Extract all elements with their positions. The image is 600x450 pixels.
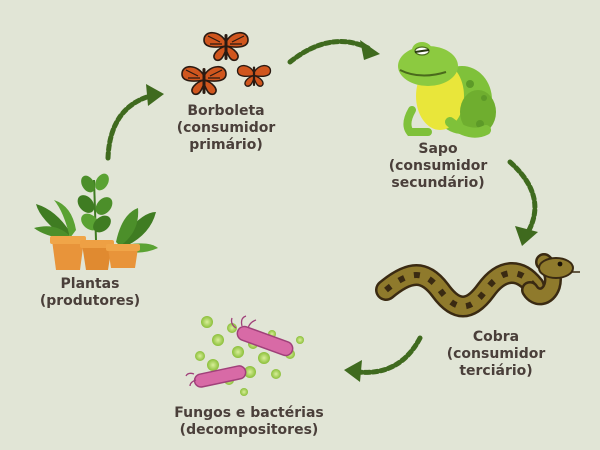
snake-name: Cobra: [472, 329, 520, 345]
snake-label: Cobra (consumidor terciário): [440, 329, 552, 380]
decomposers-name: Fungos e bactérias: [174, 405, 324, 421]
arrow-butterfly-to-frog: [287, 39, 380, 65]
frog-role: (consumidor: [388, 158, 488, 174]
decomposers-label: Fungos e bactérias (decompositores): [164, 405, 334, 439]
butterfly-role-line2: primário): [189, 137, 263, 153]
frog-role-line2: secundário): [391, 175, 485, 191]
butterfly-icon: [181, 31, 272, 96]
frog-name: Sapo: [418, 141, 458, 157]
butterfly-role: (consumidor: [176, 120, 276, 136]
plants-label: Plantas (produtores): [30, 276, 150, 310]
snake-icon: [375, 253, 580, 318]
bacteria-icon: [185, 315, 304, 396]
frog-icon: [398, 42, 496, 138]
butterfly-label: Borboleta (consumidor primário): [170, 103, 282, 154]
arrow-snake-to-decomposers: [344, 335, 423, 382]
arrow-plants-to-butterfly: [105, 84, 164, 161]
frog-label: Sapo (consumidor secundário): [382, 141, 494, 192]
plants-role: (produtores): [39, 293, 141, 309]
decomposers-role: (decompositores): [179, 422, 319, 438]
arrow-frog-to-snake: [507, 159, 538, 246]
butterfly-name: Borboleta: [187, 103, 265, 119]
plants-icon: [34, 173, 158, 270]
snake-role: (consumidor: [446, 346, 546, 362]
snake-role-line2: terciário): [459, 363, 533, 379]
plants-name: Plantas: [60, 276, 120, 292]
